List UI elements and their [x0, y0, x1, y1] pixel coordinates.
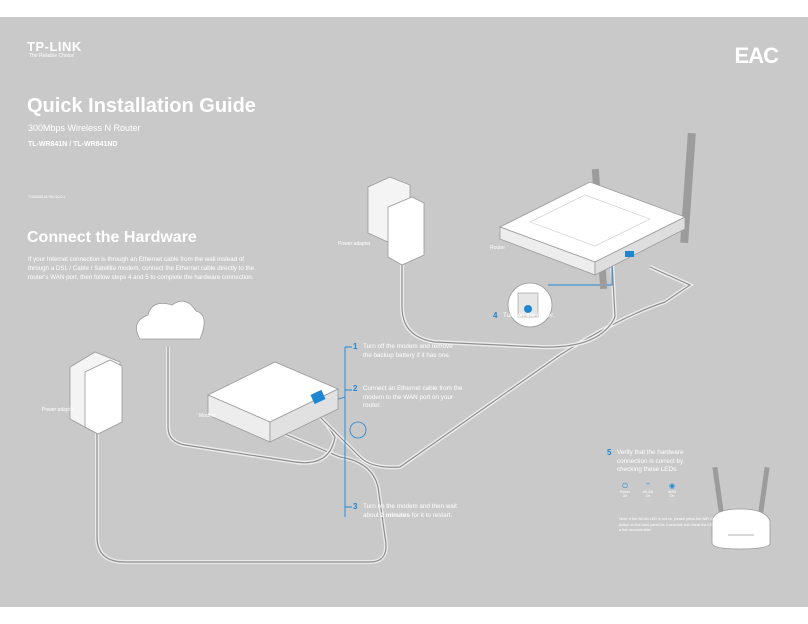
section-heading: Connect the Hardware [27, 229, 197, 246]
step-number: 5 [607, 448, 612, 457]
power-adapter-right-label: Power adapter [338, 241, 371, 247]
step-text: Turn off the modem and remove the backup… [363, 343, 453, 359]
power-adapter-left [69, 351, 123, 435]
guide-page: TP-LINK The Reliable Choice EAC Quick In… [0, 17, 808, 607]
model-numbers: TL-WR841N / TL-WR841ND [28, 141, 118, 148]
step-3: 3 Turn on the modem and then wait about … [353, 502, 463, 520]
hardware-illustration [69, 132, 771, 564]
section-intro: If your Internet connection is through a… [28, 256, 255, 281]
ethernet-cable-outline [319, 266, 692, 468]
step-5: 5 Verify that the hardware connection is… [607, 448, 702, 475]
step-number: 3 [353, 502, 358, 511]
led-power: ⏻ Power On [615, 483, 635, 499]
step-text: Turn on the router. [503, 312, 555, 319]
led-wan: ◉ WAN On [662, 483, 682, 499]
tp-link-logo: TP-LINK [27, 39, 82, 54]
eac-certification-mark: EAC [734, 43, 779, 68]
guide-title: Quick Installation Guide [27, 95, 256, 117]
product-subtitle: 300Mbps Wireless N Router [28, 123, 141, 133]
modem-power-cable-outline [96, 427, 387, 563]
brand-tagline: The Reliable Choice [29, 53, 75, 59]
led-router-thumbnail [711, 466, 771, 550]
power-icon: ⏻ [622, 483, 628, 490]
router-device [498, 132, 696, 290]
wlan-note: Note: If the WLAN LED is not on, please … [619, 517, 731, 532]
ethernet-cable [318, 265, 695, 470]
internet-label: Internet [151, 314, 182, 324]
led-wlan: ⌔ WLAN On [638, 483, 658, 499]
globe-icon: ◉ [668, 483, 676, 490]
document-code: 7106508148 REV10.0.1 [28, 195, 66, 199]
power-adapter-right [367, 176, 425, 266]
internet-cloud [136, 300, 205, 340]
modem-label: Modem [199, 413, 216, 419]
step-1: 1 Turn off the modem and remove the back… [353, 342, 463, 360]
step-2: 2 Connect an Ethernet cable from the mod… [353, 384, 463, 411]
power-button-zoom [507, 282, 553, 328]
router-label: Router [490, 245, 506, 251]
step-number: 2 [353, 384, 358, 393]
router-power-cable-outline [401, 242, 616, 348]
step-text: Verify that the hardware connection is c… [617, 449, 684, 473]
modem-power-cable [95, 427, 388, 564]
power-adapter-left-label: Power adapter [42, 407, 75, 413]
step-text: Turn on the modem and then wait about 2 … [363, 503, 457, 519]
wifi-icon: ⌔ [644, 483, 652, 490]
step-number: 4 [493, 311, 498, 320]
step-text: Connect an Ethernet cable from the modem… [363, 385, 463, 409]
step-4: 4 Turn on the router. [493, 311, 603, 321]
internet-cable-outline [167, 347, 336, 464]
modem-device [207, 361, 339, 443]
step-number: 1 [353, 342, 358, 351]
